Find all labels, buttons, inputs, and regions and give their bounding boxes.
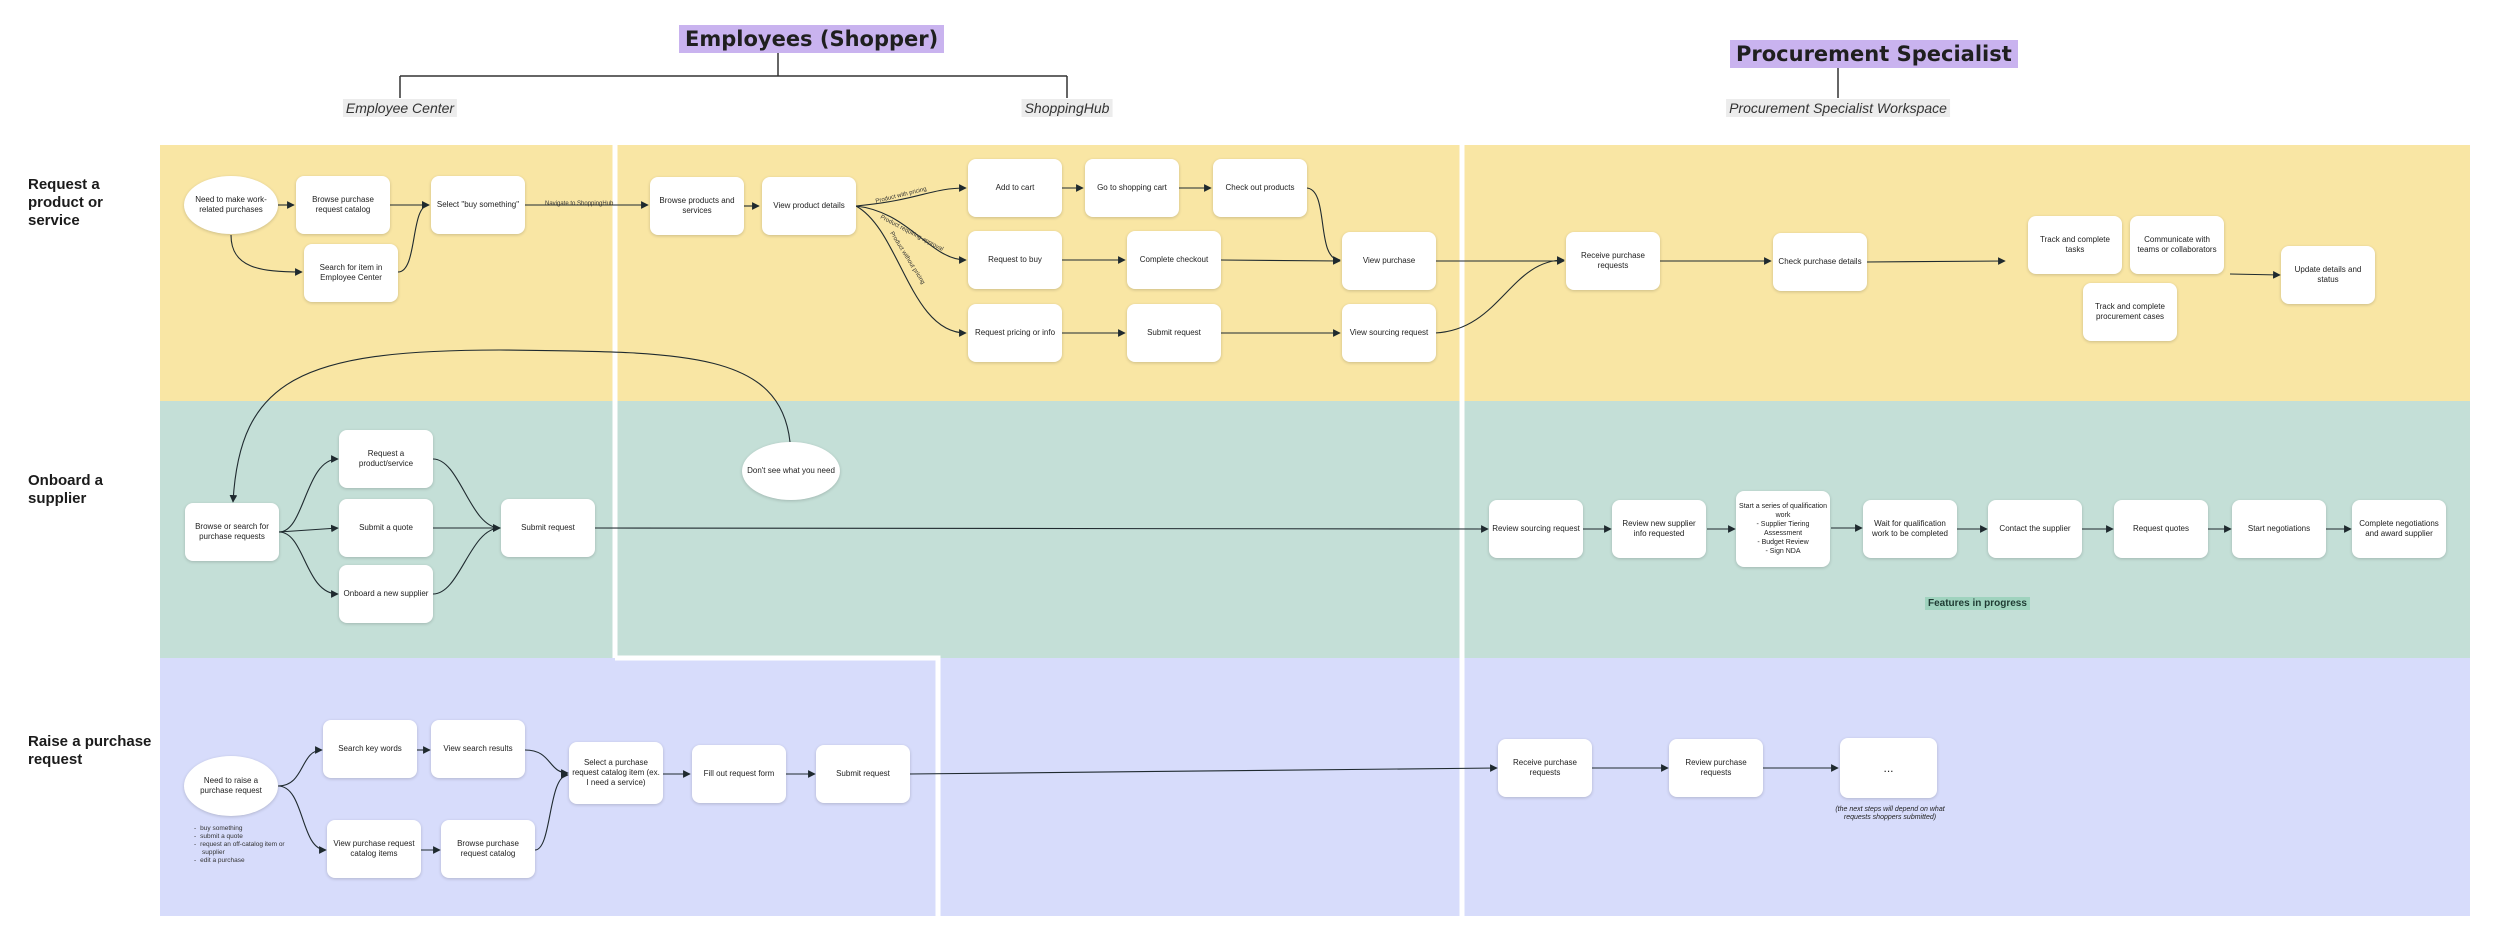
node-receive-purchase-requests-2: Receive purchase requests (1498, 739, 1592, 797)
title-procurement: Procurement Specialist (1730, 40, 2018, 68)
node-check-out-products: Check out products (1213, 159, 1307, 217)
node-complete-checkout: Complete checkout (1127, 231, 1221, 289)
edges (229, 184, 2352, 854)
label-navigate-shoppinghub: Navigate to ShoppingHub (545, 201, 614, 207)
node-onboard-new-supplier: Onboard a new supplier (339, 565, 433, 623)
node-start-negotiations: Start negotiations (2232, 500, 2326, 558)
node-review-supplier-info: Review new supplier info requested (1612, 500, 1706, 558)
node-track-complete-tasks: Track and complete tasks (2028, 216, 2122, 274)
raise-need-item: submit a quote (200, 833, 297, 841)
title-brackets (399, 52, 1839, 98)
raise-need-item: buy something (200, 825, 297, 833)
node-search-employee-center: Search for item in Employee Center (304, 244, 398, 302)
node-go-to-cart: Go to shopping cart (1085, 159, 1179, 217)
node-need-work-purchases: Need to make work-related purchases (184, 176, 278, 234)
node-request-pricing: Request pricing or info (968, 304, 1062, 362)
node-browse-purchase-catalog: Browse purchase request catalog (296, 176, 390, 234)
node-request-product-service: Request a product/service (339, 430, 433, 488)
node-communicate-teams: Communicate with teams or collaborators (2130, 216, 2224, 274)
node-browse-search-requests: Browse or search for purchase requests (185, 503, 279, 561)
subtitle-shopping-hub: ShoppingHub (1021, 99, 1113, 117)
subtitle-procurement-workspace: Procurement Specialist Workspace (1726, 99, 1950, 117)
subtitle-employee-center: Employee Center (342, 99, 458, 117)
node-review-sourcing-request: Review sourcing request (1489, 500, 1583, 558)
raise-need-item: edit a purchase (200, 857, 297, 865)
node-check-purchase-details: Check purchase details (1773, 233, 1867, 291)
node-buy-something: Select "buy something" (431, 176, 525, 234)
node-request-quotes: Request quotes (2114, 500, 2208, 558)
node-add-to-cart: Add to cart (968, 159, 1062, 217)
node-view-search-results: View search results (431, 720, 525, 778)
node-browse-pr-catalog: Browse purchase request catalog (441, 820, 535, 878)
raise-needs-list: buy something submit a quote request an … (192, 825, 297, 865)
lane-label-request: Request a product or service (28, 176, 103, 229)
title-employees: Employees (Shopper) (679, 25, 945, 53)
node-wait-qualification: Wait for qualification work to be comple… (1863, 500, 1957, 558)
node-track-procurement-cases: Track and complete procurement cases (2083, 283, 2177, 341)
node-request-to-buy: Request to buy (968, 231, 1062, 289)
node-browse-products: Browse products and services (650, 177, 744, 235)
node-search-keywords: Search key words (323, 720, 417, 778)
node-need-raise-request: Need to raise a purchase request (184, 756, 278, 816)
lane-raise-bg (160, 658, 2470, 916)
node-submit-quote: Submit a quote (339, 499, 433, 557)
node-select-catalog-item: Select a purchase request catalog item (… (569, 742, 663, 804)
next-steps-note: (the next steps will depend on what requ… (1835, 806, 1945, 821)
lane-label-raise: Raise a purchase request (28, 733, 152, 768)
node-submit-request-pricing: Submit request (1127, 304, 1221, 362)
node-next-steps-ellipsis: ... (1840, 738, 1937, 798)
lane-label-onboard: Onboard a supplier (28, 472, 104, 507)
node-qualification-work: Start a series of qualification work - S… (1736, 491, 1830, 567)
node-view-catalog-items: View purchase request catalog items (327, 820, 421, 878)
features-in-progress-badge: Features in progress (1925, 597, 2030, 610)
node-receive-purchase-requests-1: Receive purchase requests (1566, 232, 1660, 290)
node-complete-negotiations: Complete negotiations and award supplier (2352, 500, 2446, 558)
node-update-details-status: Update details and status (2281, 246, 2375, 304)
node-view-product-details: View product details (762, 177, 856, 235)
node-contact-supplier: Contact the supplier (1988, 500, 2082, 558)
node-view-purchase: View purchase (1342, 232, 1436, 290)
lane-separators (612, 145, 1465, 916)
node-review-purchase-requests: Review purchase requests (1669, 739, 1763, 797)
node-submit-request-raise: Submit request (816, 745, 910, 803)
node-fill-request-form: Fill out request form (692, 745, 786, 803)
raise-need-item: request an off-catalog item or supplier (200, 841, 297, 857)
node-submit-request-onboard: Submit request (501, 499, 595, 557)
node-view-sourcing-request: View sourcing request (1342, 304, 1436, 362)
node-dont-see-what-you-need: Don't see what you need (742, 442, 840, 500)
